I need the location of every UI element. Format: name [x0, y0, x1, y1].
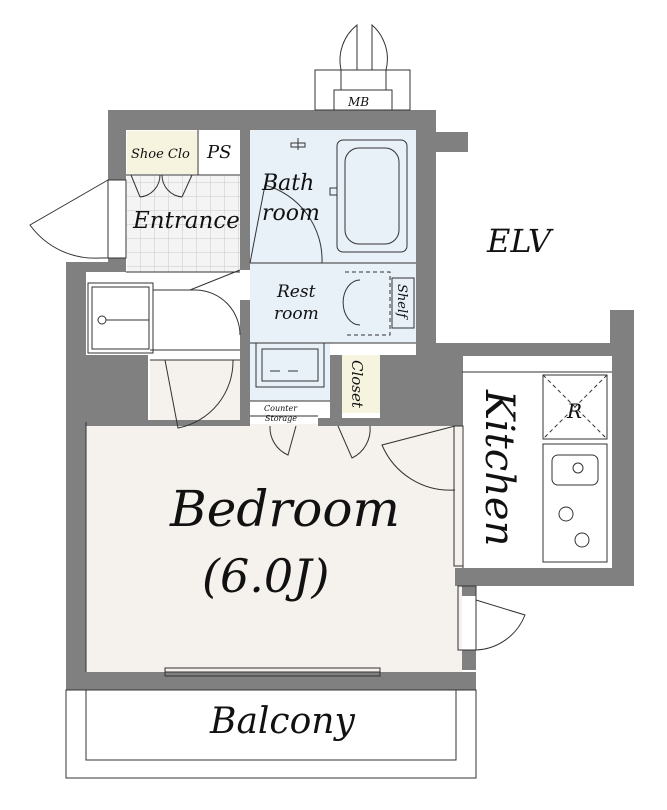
bathroom-fixtures: [249, 138, 408, 264]
bathroom-floor: [250, 130, 416, 263]
windows: [164, 425, 477, 677]
restroom-label-line1: Rest: [276, 282, 316, 302]
washroom-floor: [250, 343, 330, 401]
bathroom-label-line2: room: [262, 201, 320, 226]
entrance-door[interactable]: [29, 179, 127, 259]
entrance-label: Entrance: [132, 208, 240, 234]
counter-storage-label-line1: Counter: [264, 404, 298, 413]
bedroom-label: Bedroom: [169, 480, 400, 538]
bathroom-label-line1: Bath: [261, 171, 314, 196]
restroom-floor: [250, 263, 416, 343]
shelf-label: Shelf: [394, 284, 409, 320]
restroom-label-line2: room: [274, 304, 319, 324]
mb-label: MB: [347, 95, 369, 109]
mb-box: [314, 23, 411, 111]
partitions: [85, 130, 612, 672]
shoe-closet-doors: [130, 174, 193, 198]
walls: [66, 110, 634, 690]
shower-unit: [87, 282, 154, 354]
bedroom-floor-upper: [150, 360, 250, 426]
refrigerator-label: R: [566, 399, 582, 423]
elv-label: ELV: [486, 222, 554, 260]
kitchen-floor: [463, 372, 613, 567]
closet-label: Closet: [348, 360, 366, 409]
kitchen-label: Kitchen: [476, 389, 522, 546]
ps-label: PS: [206, 142, 231, 163]
entrance-tile-floor: [127, 176, 240, 272]
shoe-closet-label: Shoe Clo: [131, 147, 190, 162]
balcony: [65, 689, 477, 779]
bedroom-floor: [86, 424, 462, 672]
washroom-fixtures: [255, 342, 325, 388]
bedroom-size-label: (6.0J): [202, 549, 330, 603]
interior-doors: [153, 269, 526, 651]
restroom-fixtures: [342, 271, 415, 336]
closet-floor: [342, 355, 380, 413]
balcony-label: Balcony: [209, 701, 355, 742]
shoe-closet-floor: [127, 131, 197, 174]
counter-storage-label-line2: Storage: [265, 414, 297, 423]
